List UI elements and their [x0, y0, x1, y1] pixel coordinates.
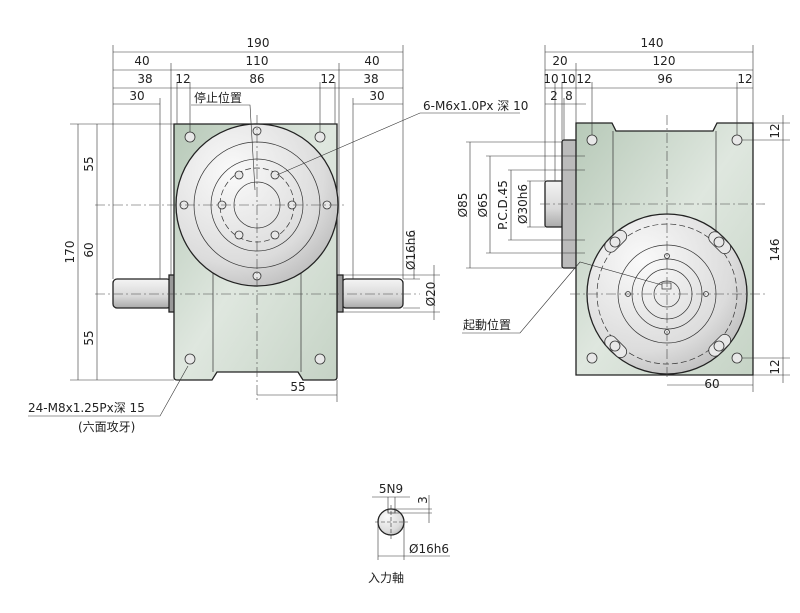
dim-10b: 10 [560, 72, 575, 86]
dim-96: 96 [657, 72, 672, 86]
dim-38-right: 38 [363, 72, 378, 86]
dim-146: 146 [768, 239, 782, 262]
dim-12-side-right: 12 [737, 72, 752, 86]
dim-8: 8 [565, 89, 573, 103]
input-shaft-title: 入力軸 [368, 571, 404, 585]
side-corner-holes [586, 134, 743, 364]
dim-20: 20 [552, 54, 567, 68]
left-shaft [112, 278, 172, 309]
label-start-position: 起動位置 [463, 317, 511, 332]
dim-12-bottom-right: 12 [768, 359, 782, 374]
label-tap-side-note: (六面攻牙) [78, 420, 135, 434]
dim-86: 86 [249, 72, 264, 86]
dim-10a: 10 [543, 72, 558, 86]
right-shaft [341, 278, 404, 309]
plate-holes [179, 126, 332, 281]
dim-140: 140 [641, 36, 664, 50]
cam-slots [604, 229, 732, 359]
right-collar [336, 274, 344, 313]
label-stop-position: 停止位置 [194, 90, 242, 105]
dim-190: 190 [247, 36, 270, 50]
dim-12-side-left: 12 [576, 72, 591, 86]
dim-3: 3 [416, 496, 430, 504]
dim-d65: Ø65 [476, 193, 490, 218]
dim-12-top-right: 12 [768, 123, 782, 138]
dim-38-left: 38 [137, 72, 152, 86]
side-view: 140 20 120 10 10 12 96 12 2 8 Ø85 Ø65 P.… [456, 36, 790, 392]
dim-120: 120 [653, 54, 676, 68]
label-tap-top: 6-M6x1.0Px 深 10 [423, 99, 528, 113]
dim-5n9: 5N9 [379, 482, 403, 496]
dim-60: 60 [704, 377, 719, 391]
label-tap-side: 24-M8x1.25Px深 15 [28, 401, 145, 415]
dim-2: 2 [550, 89, 558, 103]
dim-60: 60 [82, 242, 96, 257]
dim-collar-dia: Ø20 [424, 282, 438, 307]
dim-170: 170 [63, 241, 77, 264]
dim-12-right: 12 [320, 72, 335, 86]
dim-55-base: 55 [290, 380, 305, 394]
dim-pcd45: P.C.D.45 [496, 180, 510, 230]
dim-d30h6: Ø30h6 [516, 184, 530, 224]
dim-shaft-dia: Ø16h6 [404, 230, 418, 270]
dim-40-right: 40 [364, 54, 379, 68]
dim-55-top: 55 [82, 156, 96, 171]
dim-40-left: 40 [134, 54, 149, 68]
dim-30-right: 30 [369, 89, 384, 103]
dim-d16h6: Ø16h6 [409, 542, 449, 556]
dim-d85: Ø85 [456, 193, 470, 218]
front-view: 190 40 110 40 38 12 86 12 38 30 30 170 5… [28, 36, 528, 434]
dim-30-left: 30 [129, 89, 144, 103]
dim-110: 110 [246, 54, 269, 68]
dim-55-bottom: 55 [82, 330, 96, 345]
input-shaft-detail: 5N9 3 Ø16h6 入力軸 [368, 482, 450, 585]
dim-12-left: 12 [175, 72, 190, 86]
